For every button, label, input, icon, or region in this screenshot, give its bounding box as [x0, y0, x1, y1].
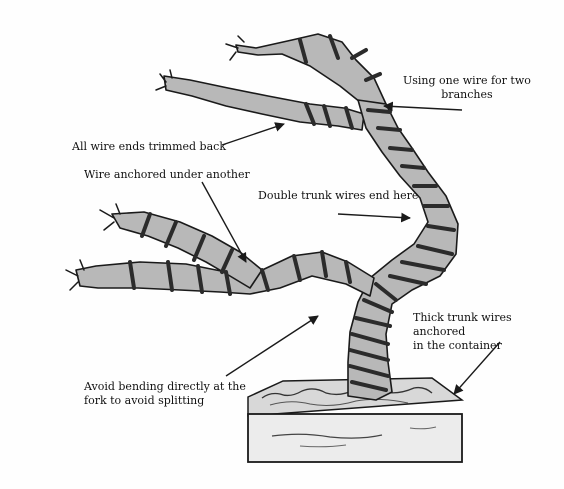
arrow-double-trunk: [338, 214, 410, 218]
label-double-trunk-wires: Double trunk wires end here: [258, 189, 418, 203]
arrow-using-one-wire: [384, 106, 462, 110]
arrow-wire-ends-trimmed: [222, 124, 284, 145]
label-wire-anchored: Wire anchored under another: [84, 168, 250, 182]
label-thick-trunk-wires: Thick trunk wires anchored in the contai…: [413, 311, 564, 353]
label-using-one-wire: Using one wire for two branches: [403, 74, 531, 102]
arrow-avoid-bending: [226, 316, 318, 376]
label-avoid-bending: Avoid bending directly at the fork to av…: [84, 380, 246, 408]
second-upper-branch: [164, 76, 364, 130]
label-wire-ends-trimmed: All wire ends trimmed back: [72, 140, 226, 154]
